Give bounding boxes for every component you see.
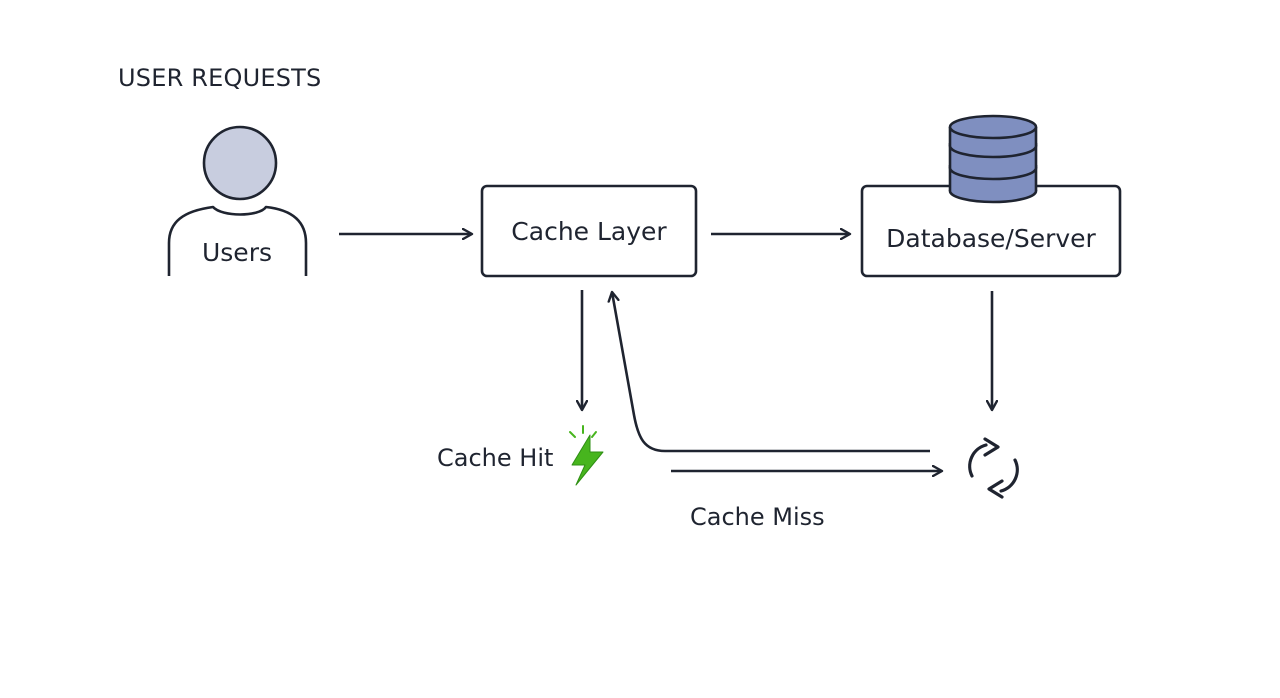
cache-layer-box: [480, 184, 698, 278]
cache-miss-label: Cache Miss: [690, 503, 825, 531]
user-body: [167, 205, 308, 276]
cache-layer-label: Cache Layer: [511, 217, 667, 246]
refresh-icon: [968, 437, 1019, 499]
user-head: [202, 125, 278, 201]
user-icon: [167, 125, 308, 276]
database-icon: [948, 114, 1038, 204]
arrow-return-to-cache: [612, 292, 930, 453]
cache-hit-label: Cache Hit: [437, 444, 554, 472]
diagram-title: USER REQUESTS: [118, 64, 322, 92]
users-label: Users: [201, 238, 272, 267]
database-server-label: Database/Server: [886, 224, 1096, 253]
lightning-icon: [569, 425, 604, 486]
